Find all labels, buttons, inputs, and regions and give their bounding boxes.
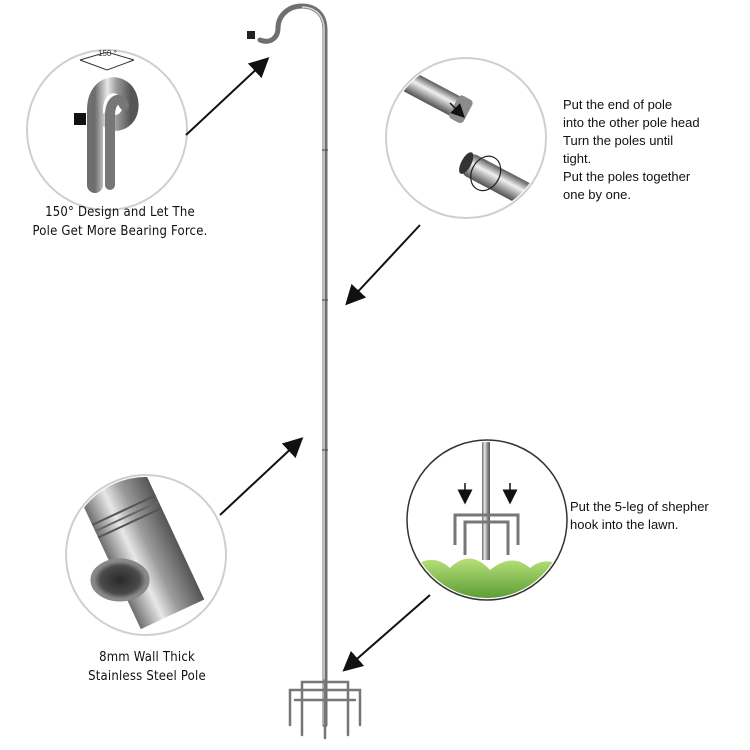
assembly-caption-line-1: Put the end of pole: [563, 97, 673, 112]
tube-end-icon: [77, 477, 205, 630]
hook-icon: [74, 52, 139, 193]
arrow-to-hook: [185, 57, 270, 136]
hook-callout-circle: [26, 49, 188, 211]
tube-callout-circle: [65, 474, 227, 636]
assembly-caption: Put the end of pole into the other pole …: [563, 96, 748, 204]
angle-label: 150 °: [98, 49, 117, 58]
hook-cap-icon: [247, 31, 255, 39]
arrow-to-base: [342, 594, 431, 672]
hook-caption: 150° Design and Let The Pole Get More Be…: [10, 203, 230, 241]
base-caption-line-1: Put the 5-leg of shepher: [570, 499, 709, 514]
five-leg-base: [288, 678, 362, 740]
arrow-to-pole: [219, 437, 304, 516]
arrow-to-joint: [345, 224, 421, 306]
assembly-caption-line-2: into the other pole head: [563, 115, 700, 130]
wall-caption-line-2: Stainless Steel Pole: [88, 669, 206, 684]
pointer-arrows: [185, 57, 431, 672]
shepherd-hook-pole: [247, 3, 362, 740]
assembly-caption-line-4: tight.: [563, 151, 592, 166]
assembly-caption-line-6: one by one.: [563, 187, 631, 202]
hook-caption-line-1: 150° Design and Let The: [45, 205, 195, 220]
assembly-caption-line-3: Turn the poles until: [563, 133, 674, 148]
base-callout-circle: [406, 439, 568, 601]
hook-caption-line-2: Pole Get More Bearing Force.: [32, 224, 208, 239]
base-caption-line-2: hook into the lawn.: [570, 517, 679, 532]
joint-callout-circle: [385, 57, 547, 219]
base-caption: Put the 5-leg of shepher hook into the l…: [570, 498, 748, 534]
wall-caption-line-1: 8mm Wall Thick: [99, 650, 195, 665]
assembly-caption-line-5: Put the poles together: [563, 169, 691, 184]
wall-caption: 8mm Wall Thick Stainless Steel Pole: [52, 648, 242, 686]
